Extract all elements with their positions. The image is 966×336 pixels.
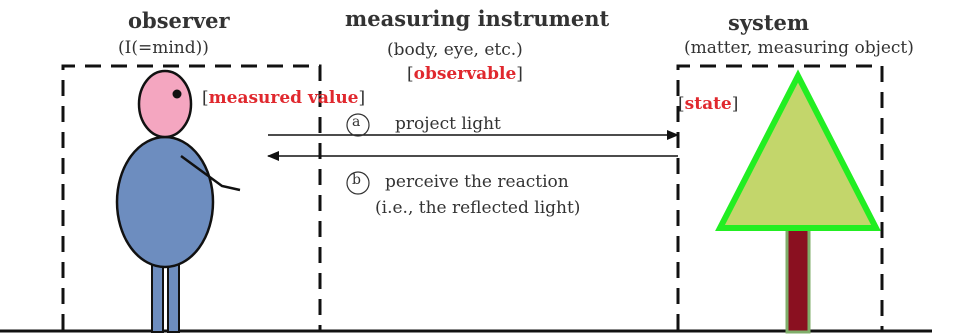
observable-label: observable [414, 64, 517, 84]
observer-leg-right [168, 262, 179, 332]
observer-leg-left [152, 262, 163, 332]
marker-a: a [352, 114, 360, 130]
project-light-label: project light [395, 114, 501, 134]
observer-subtitle: (I(=mind)) [118, 38, 209, 58]
bracket-close: ] [359, 88, 366, 108]
observer-head [139, 71, 191, 137]
instrument-subtitle: (body, eye, etc.) [387, 40, 523, 60]
state-tag: [state] [678, 94, 738, 114]
measured-value-label: measured value [209, 88, 359, 108]
tree-trunk [787, 226, 809, 332]
tree-crown [720, 76, 876, 228]
state-label: state [685, 94, 732, 114]
bracket-open: [ [678, 94, 685, 114]
instrument-title: measuring instrument [345, 6, 609, 31]
tree-figure [720, 76, 876, 332]
perceive-reaction-label: perceive the reaction [385, 172, 569, 192]
observer-title: observer [128, 8, 230, 33]
observer-figure [117, 71, 240, 332]
observer-body [117, 137, 213, 267]
bracket-close: ] [732, 94, 739, 114]
observable-tag: [observable] [407, 64, 523, 84]
reflected-light-label: (i.e., the reflected light) [375, 198, 580, 218]
system-title: system [728, 10, 809, 35]
observer-eye [173, 90, 182, 99]
marker-b: b [352, 172, 361, 188]
measured-value-tag: [measured value] [202, 88, 365, 108]
system-subtitle: (matter, measuring object) [684, 38, 914, 58]
bracket-close: ] [516, 64, 523, 84]
bracket-open: [ [202, 88, 209, 108]
bracket-open: [ [407, 64, 414, 84]
